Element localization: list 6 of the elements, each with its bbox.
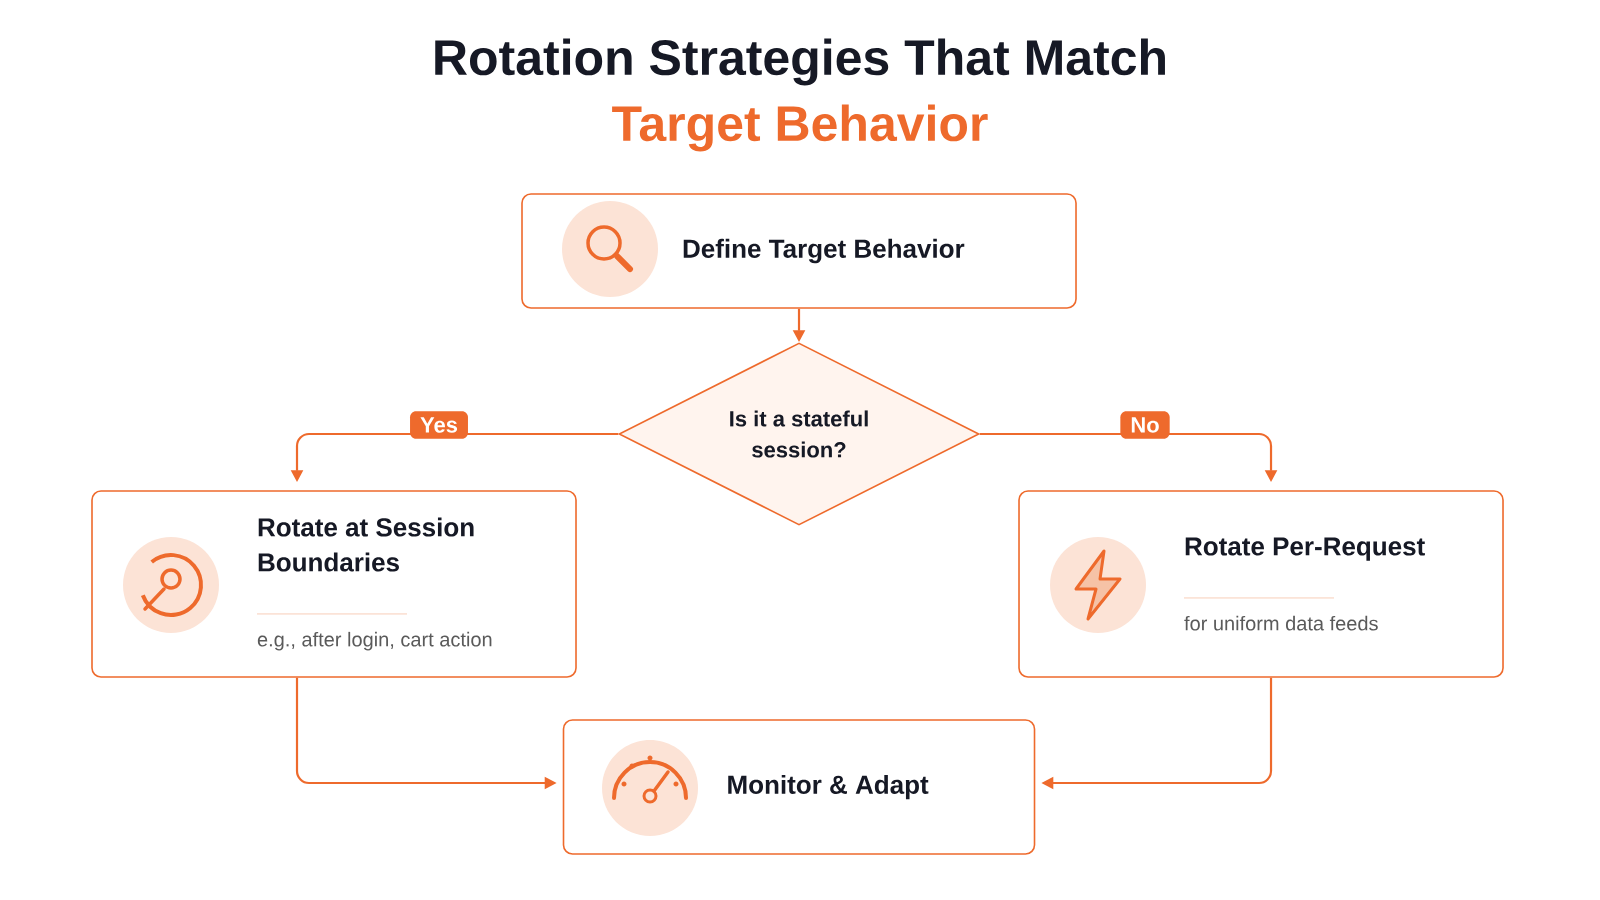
- process-box: Rotate at Session Boundaries e.g., after login, cart action: [91, 490, 577, 678]
- edge-label: No: [1120, 411, 1170, 439]
- process-box: Rotate Per-Request for uniform data feeds: [1018, 490, 1504, 678]
- decision-text: Is it a stateful session?: [730, 410, 868, 458]
- edge-label: Yes: [410, 411, 468, 439]
- title: Rotation Strategies That Match Target Behavior: [435, 38, 1165, 152]
